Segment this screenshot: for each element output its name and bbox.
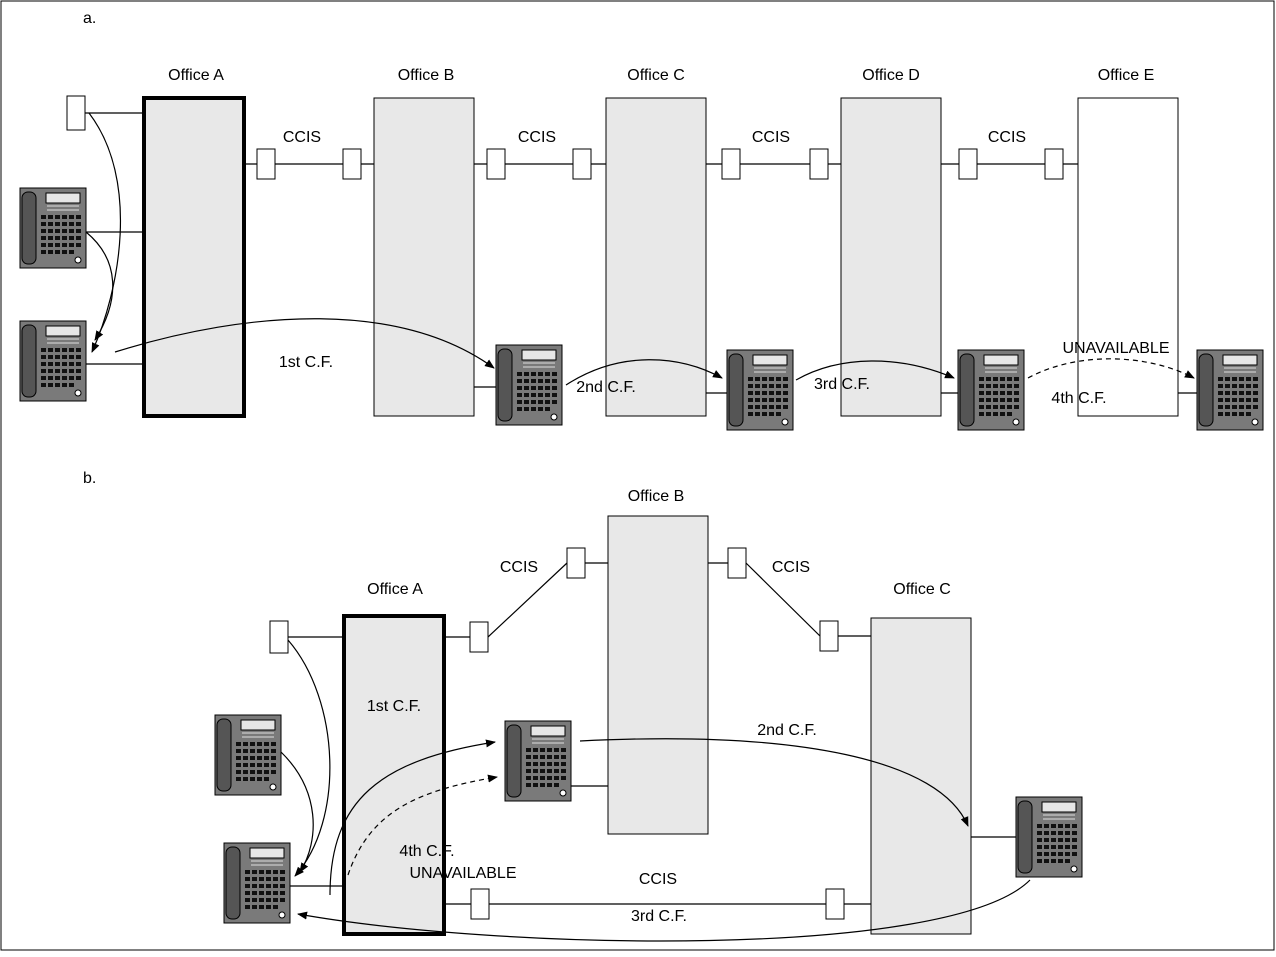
office-b-label: Office B: [628, 488, 685, 505]
office-c-label: Office C: [627, 67, 685, 84]
trunk-box: [470, 888, 490, 920]
office-d-box: [840, 97, 942, 417]
ccis-label: CCIS: [988, 129, 1026, 146]
ccis-label: CCIS: [283, 129, 321, 146]
office-a-label: Office A: [367, 581, 423, 598]
forward-label: 3rd C.F.: [814, 376, 870, 393]
forward-label: 1st C.F.: [367, 698, 421, 715]
forward-arrow: [795, 360, 955, 381]
forward-arrow: [297, 879, 1031, 942]
telephone-icon: [1015, 796, 1083, 878]
forward-arrow-unavailable: [1027, 358, 1195, 379]
trunk-box: [958, 148, 978, 180]
call-arrow: [287, 639, 331, 877]
trunk-line: [487, 562, 568, 638]
ccis-label: CCIS: [752, 129, 790, 146]
office-b-label: Office B: [398, 67, 455, 84]
forward-arrow: [329, 739, 496, 896]
forward-arrow: [565, 359, 723, 386]
telephone-icon: [19, 187, 87, 269]
office-d-label: Office D: [862, 67, 920, 84]
telephone-icon: [223, 842, 291, 924]
telephone-icon: [495, 344, 563, 426]
forward-label: 4th C.F.: [1051, 390, 1106, 407]
telephone-icon: [1196, 349, 1264, 431]
trunk-box: [727, 547, 747, 579]
trunk-box: [486, 148, 506, 180]
trunk-box: [469, 621, 489, 653]
office-b-box: [373, 97, 475, 417]
trunk-box: [342, 148, 362, 180]
office-b-box: [607, 515, 709, 835]
telephone-icon: [214, 714, 282, 796]
call-arrow: [280, 751, 314, 873]
forward-label: 1st C.F.: [279, 354, 333, 371]
forward-arrow: [114, 318, 495, 369]
telephone-icon: [504, 720, 572, 802]
office-a-label: Office A: [168, 67, 224, 84]
station-terminal: [269, 620, 289, 654]
trunk-box: [825, 888, 845, 920]
diagram-b-label: b.: [83, 470, 96, 487]
diagram-a-label: a.: [83, 10, 96, 27]
ccis-label: CCIS: [772, 559, 810, 576]
office-c-box: [605, 97, 707, 417]
forward-label: 4th C.F.: [399, 843, 454, 860]
forward-label: 2nd C.F.: [757, 722, 817, 739]
office-c-label: Office C: [893, 581, 951, 598]
forward-label: 2nd C.F.: [576, 379, 636, 396]
office-a-box: [342, 614, 446, 936]
trunk-box: [721, 148, 741, 180]
office-c-box: [870, 617, 972, 935]
diagram-a: a. Office A Office B Office C Office D O…: [19, 10, 1264, 431]
station-terminal: [66, 95, 86, 131]
unavailable-label: UNAVAILABLE: [409, 865, 516, 882]
forward-arrow: [579, 738, 969, 827]
trunk-box: [572, 148, 592, 180]
trunk-box: [819, 620, 839, 652]
office-e-box: [1077, 97, 1179, 417]
unavailable-label: UNAVAILABLE: [1062, 340, 1169, 357]
trunk-box: [566, 547, 586, 579]
office-e-label: Office E: [1098, 67, 1155, 84]
telephone-icon: [726, 349, 794, 431]
telephone-icon: [19, 320, 87, 402]
telephone-icon: [957, 349, 1025, 431]
forward-label: 3rd C.F.: [631, 908, 687, 925]
ccis-label: CCIS: [518, 129, 556, 146]
diagram-b: b. Office A Office B Office C CCIS CCIS …: [83, 470, 1083, 942]
office-a-box: [142, 96, 246, 418]
ccis-label: CCIS: [500, 559, 538, 576]
trunk-box: [1044, 148, 1064, 180]
trunk-line: [745, 562, 821, 637]
trunk-box: [256, 148, 276, 180]
ccis-label: CCIS: [639, 871, 677, 888]
call-arrow: [85, 231, 114, 341]
trunk-box: [809, 148, 829, 180]
